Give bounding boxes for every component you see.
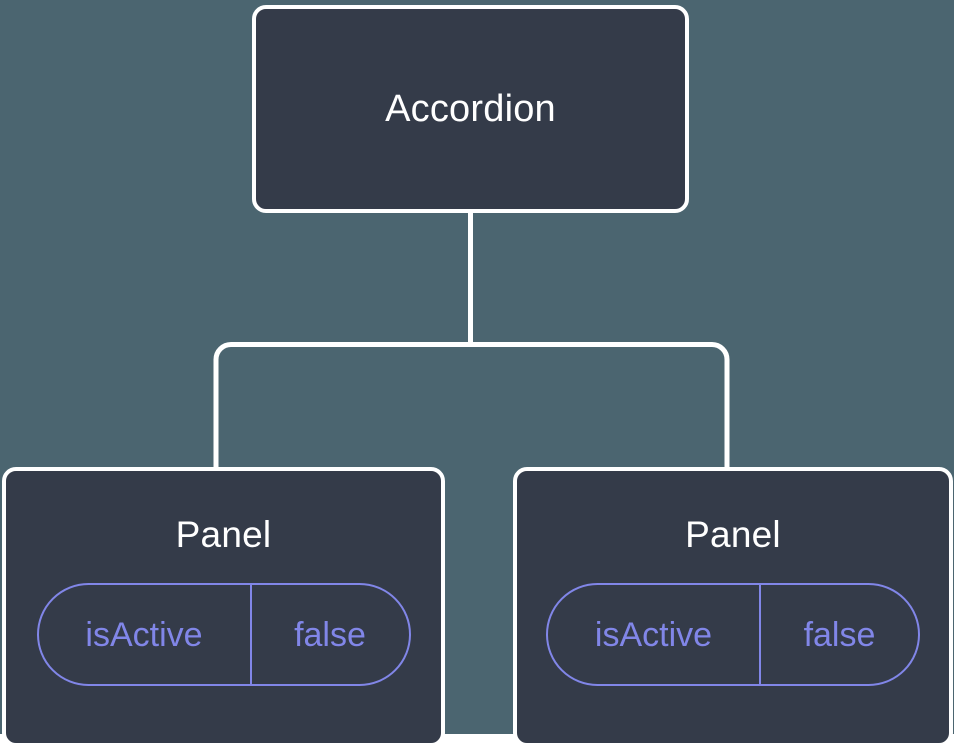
node-panel-1-label: Panel <box>175 514 272 555</box>
node-panel-2[interactable]: Panel isActive false <box>513 467 953 747</box>
node-accordion-label: Accordion <box>385 88 556 130</box>
connector-branch-right <box>470 342 730 470</box>
state-key-panel-1: isActive <box>39 585 252 684</box>
state-badge-panel-1[interactable]: isActive false <box>36 583 411 686</box>
state-key-panel-2: isActive <box>548 585 761 684</box>
state-value-panel-1: false <box>294 615 366 654</box>
node-panel-2-label: Panel <box>685 514 781 555</box>
state-badge-panel-2[interactable]: isActive false <box>546 583 920 686</box>
node-accordion[interactable]: Accordion <box>252 5 689 213</box>
state-value-panel-2: false <box>803 615 876 654</box>
node-panel-1[interactable]: Panel isActive false <box>2 467 445 747</box>
connector-branch-left <box>213 342 471 470</box>
